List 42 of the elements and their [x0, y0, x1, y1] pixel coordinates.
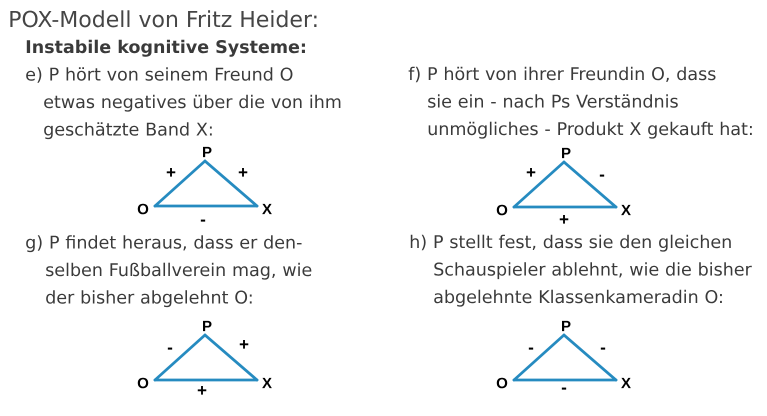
triangle-side	[512, 334, 566, 382]
vertex-label: O	[496, 204, 508, 216]
scenario-text: g) P findet heraus, dass er den- selben Fußballverein mag, wie der bisher abgelehnt O:	[26, 235, 312, 308]
vertex-label: P	[562, 320, 570, 332]
scenario-text: h) P stellt fest, dass sie den gleichen Schauspieler ablehnt, wie die bisher abgelehnte Klassenkameradin O:	[410, 234, 752, 307]
edge-label: +	[238, 339, 250, 351]
triangle-side	[154, 204, 258, 208]
triangle-side	[204, 160, 258, 208]
triangle-side	[562, 334, 618, 382]
triangle-side	[512, 206, 618, 208]
vertex-label: P	[203, 146, 212, 158]
edge-label: -	[560, 386, 568, 394]
vertex-label: X	[262, 204, 272, 214]
edge-label: -	[199, 218, 207, 226]
edge-label: +	[525, 167, 537, 179]
scenario-text: e) P hört von seinem Freund O etwas negatives über die von ihm geschätzte Band X:	[26, 67, 340, 140]
vertex-label: P	[562, 148, 570, 158]
subtitle: Instabile kognitive Systeme:	[26, 40, 305, 57]
vertex-label: X	[621, 204, 631, 216]
edge-label: +	[165, 167, 177, 179]
triangle-side	[154, 378, 258, 382]
triangle-side	[204, 334, 258, 382]
triangle-side	[512, 160, 566, 208]
vertex-label: X	[262, 378, 272, 388]
triangle-side	[154, 334, 206, 382]
title: POX-Modell von Fritz Heider:	[10, 10, 316, 28]
edge-label: -	[527, 346, 535, 354]
edge-label: -	[599, 346, 607, 354]
scenario-text: f) P hört von ihrer Freundin O, dass sie ein - nach Ps Verständnis unmögliches - Produkt X gekauft hat:	[408, 66, 752, 139]
edge-label: +	[237, 167, 249, 179]
edge-label: +	[196, 385, 208, 397]
vertex-label: O	[138, 204, 148, 214]
triangle-side	[512, 378, 618, 382]
triangle-side	[154, 160, 206, 208]
vertex-label: O	[496, 378, 508, 388]
edge-label: +	[558, 214, 570, 226]
vertex-label: P	[203, 320, 212, 332]
edge-label: -	[166, 346, 174, 354]
vertex-label: O	[138, 378, 148, 388]
triangle-side	[562, 160, 618, 208]
vertex-label: X	[621, 378, 631, 388]
edge-label: -	[598, 174, 606, 181]
